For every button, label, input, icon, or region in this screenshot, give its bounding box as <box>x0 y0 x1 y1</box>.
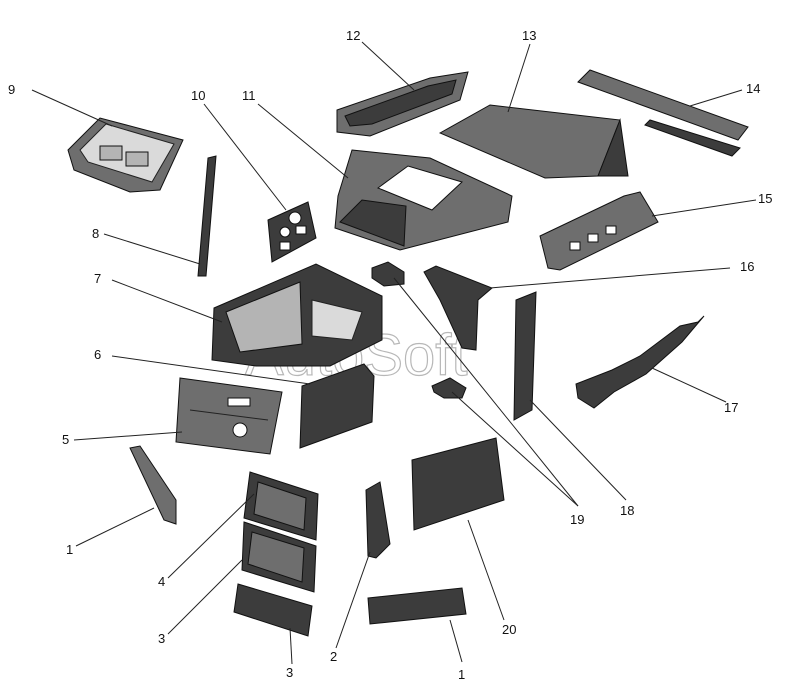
part-20-block-lower <box>431 377 467 399</box>
part-2-side-plate <box>365 481 391 559</box>
callout-5: 4 <box>158 574 165 589</box>
part-21-rear-panel <box>411 437 505 531</box>
leader-lines <box>31 41 757 665</box>
part-12-frame-panel <box>334 149 513 251</box>
part-9-post <box>197 155 217 277</box>
part-16-dash-panel <box>539 191 659 271</box>
part-6-door-panel <box>175 377 283 455</box>
callout-11: 10 <box>191 88 205 103</box>
callout-labels: 9 10 11 12 13 14 15 16 8 7 6 5 17 18 19 … <box>8 28 772 682</box>
callout-2: 2 <box>330 649 337 664</box>
callout-9: 8 <box>92 226 99 241</box>
callout-14: 13 <box>522 28 536 43</box>
callout-1-left: 1 <box>66 542 73 557</box>
part-5-upper-pad <box>243 471 319 541</box>
callout-17: 16 <box>740 259 754 274</box>
part-7-side-panel <box>299 363 375 449</box>
callout-3: 3 <box>286 665 293 680</box>
callout-1-bottom: 1 <box>458 667 465 682</box>
part-17-bracket <box>423 265 493 351</box>
callout-7: 6 <box>94 347 101 362</box>
callout-8: 7 <box>94 271 101 286</box>
part-18-beam <box>575 315 705 409</box>
part-1-flat-plate <box>367 587 467 625</box>
callout-21: 20 <box>502 622 516 637</box>
callout-16: 15 <box>758 191 772 206</box>
part-13-shelf <box>336 71 469 137</box>
callout-4: 3 <box>158 631 165 646</box>
part-15-rail <box>577 69 749 157</box>
part-20-block-upper <box>371 261 405 287</box>
part-19-pillar <box>513 291 537 421</box>
callout-19: 18 <box>620 503 634 518</box>
part-1-wedge-left <box>129 445 177 525</box>
part-14-roof-panel <box>438 104 629 179</box>
callout-20: 19 <box>570 512 584 527</box>
callout-13: 12 <box>346 28 360 43</box>
callout-6: 5 <box>62 432 69 447</box>
part-3-base-plate <box>233 583 313 637</box>
callout-12: 11 <box>242 88 256 103</box>
part-10-tray <box>67 117 184 193</box>
part-11-gauge-panel <box>267 201 317 263</box>
part-4-lower-pad <box>241 521 317 593</box>
callout-15: 14 <box>746 81 760 96</box>
callout-10: 9 <box>8 82 15 97</box>
callout-18: 17 <box>724 400 738 415</box>
part-8-cab-body <box>211 263 383 367</box>
